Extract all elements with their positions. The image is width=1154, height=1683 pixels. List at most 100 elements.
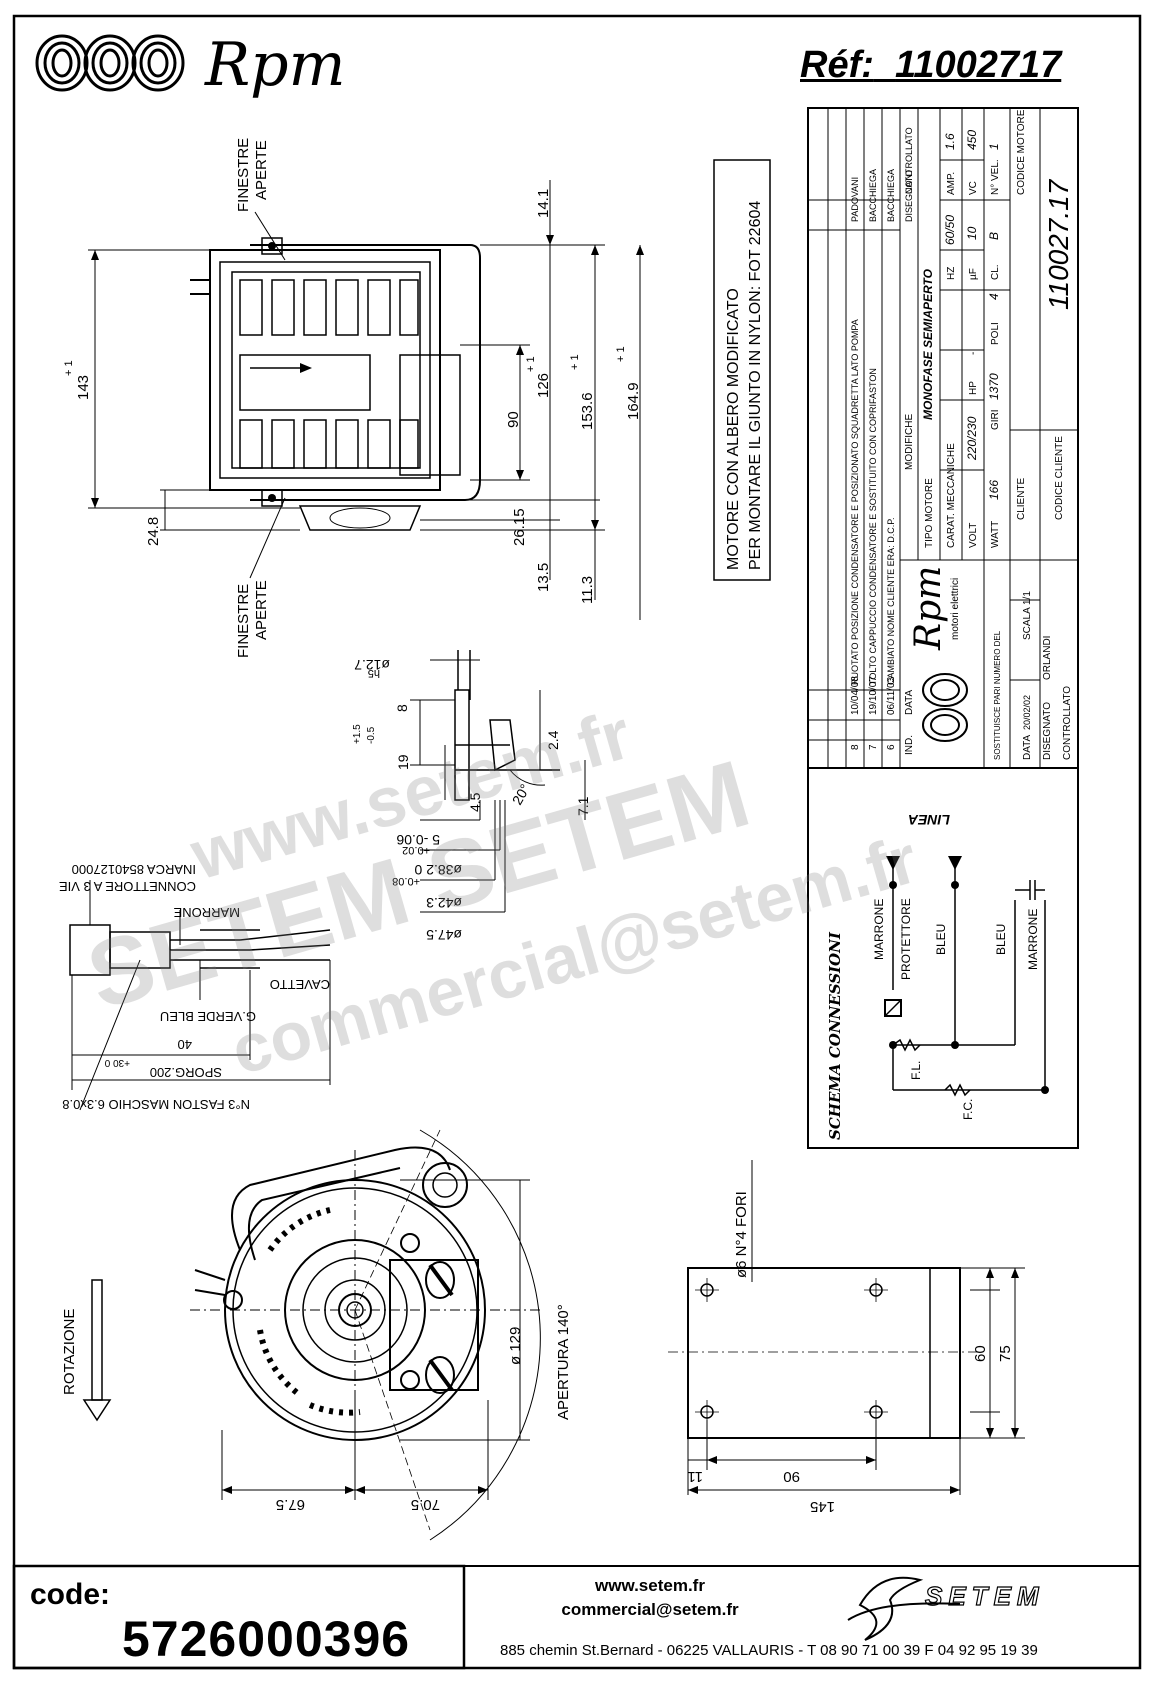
poli-value: 4 <box>987 293 1001 300</box>
rpm-small-logo-icon <box>922 673 968 742</box>
data-value: 20/02/02 <box>1022 695 1032 730</box>
dim-14-1: 14.1 <box>535 189 552 218</box>
finestre-aperte-top-1: FINESTRE <box>235 138 252 212</box>
title-block-text: 8 10/04/08 RUOTATO POSIZIONE CONDENSATOR… <box>850 109 1074 760</box>
schema-title: SCHEMA CONNESSIONI <box>826 931 844 1140</box>
tolerance-plus-143: + 1 <box>63 360 75 376</box>
rev-8-date: 10/04/08 <box>850 676 861 715</box>
tipo-motore-value: MONOFASE SEMIAPERTO <box>921 268 935 420</box>
setem-brand-text: SETEM <box>925 1581 1045 1611</box>
connector-labels: INARCA 8540127000 CONNETTORE A 3 VIE MAR… <box>59 862 330 1112</box>
finestre-aperte-bottom-1: FINESTRE <box>235 584 252 658</box>
apertura-label: APERTURA 140° <box>555 1304 572 1420</box>
nvel-value: 1 <box>987 143 1001 150</box>
dim-60: 60 <box>972 1345 989 1362</box>
marrone-label: MARRONE <box>173 905 240 920</box>
motor-top-view <box>88 180 644 620</box>
codice-cliente-label: CODICE CLIENTE <box>1054 436 1065 520</box>
dim-7-1: 7.1 <box>575 796 591 816</box>
cliente-label: CLIENTE <box>1016 477 1027 520</box>
vc-label: VC <box>968 181 979 195</box>
dim-13-5: 13.5 <box>535 563 552 592</box>
rev-7-signed: BACCHIEGA <box>868 169 878 222</box>
codice-motore-label: CODICE MOTORE <box>1016 109 1027 195</box>
tolerance-plus-126: + 1 <box>525 356 537 372</box>
scala-value: 1/1 <box>1022 591 1033 605</box>
watt-value: 166 <box>987 480 1001 500</box>
motor-front-view <box>82 1129 541 1541</box>
col-ind: IND. <box>904 735 915 755</box>
amp-label: AMP. <box>946 172 957 195</box>
front-view-labels: ROTAZIONE ø 129 APERTURA 140° 67.5 70.5 <box>61 1304 572 1513</box>
rev-8-signed: PADOVANI <box>850 177 860 222</box>
dim-24-8: 24.8 <box>145 517 162 546</box>
dim-2-4: 2.4 <box>545 730 561 750</box>
tipo-motore-label: TIPO MOTORE <box>924 478 935 548</box>
controllato-label: CONTROLLATO <box>1062 686 1073 760</box>
bracket-view <box>668 1160 1025 1495</box>
note-box <box>713 159 771 581</box>
fori-label: ø6 N°4 FORI <box>733 1191 750 1278</box>
uf-label: µF <box>968 268 979 280</box>
hz-label: HZ <box>946 267 957 280</box>
rev-8-text: RUOTATO POSIZIONE CONDENSATORE E POSIZIO… <box>850 319 860 685</box>
rev-6-signed: BACCHIEGA <box>886 169 896 222</box>
watermark: www.setem.fr SETEM SETEM commercial@sete… <box>77 695 926 1090</box>
dim-19: 19 <box>395 754 411 770</box>
dim-8: 8 <box>394 704 410 712</box>
sporg-tol: +30 0 <box>104 1057 130 1068</box>
shaft-detail <box>410 650 586 913</box>
linea-label: LINEA <box>908 812 950 828</box>
bleu-2-label: BLEU <box>994 924 1008 955</box>
dim-75: 75 <box>997 1345 1014 1362</box>
dim-d47-5: ø47.5 <box>426 927 462 943</box>
rev-6-ind: 6 <box>886 744 897 750</box>
note-line-2: PER MONTARE IL GIUNTO IN NYLON: FOT 2260… <box>747 201 764 570</box>
finestre-aperte-top-2: APERTE <box>253 140 270 200</box>
dim-90: 90 <box>505 411 522 428</box>
dim-d38-2: ø38.2 0 <box>414 862 462 878</box>
rev-8-ind: 8 <box>850 744 861 750</box>
rpm-logo-icon <box>35 34 185 92</box>
bracket-view-labels: ø6 N°4 FORI 60 75 11 90 145 <box>687 1191 1014 1515</box>
col-modifiche: MODIFICHE <box>904 414 915 470</box>
carat-label: CARAT. MECCANICHE <box>946 443 957 548</box>
fc-label: F.C. <box>961 1099 975 1120</box>
connector-drawing <box>69 880 331 1111</box>
inarca-label: INARCA 8540127000 <box>72 862 196 877</box>
rev-6-text: CAMBIATO NOME CLIENTE ERA: D.C.P. <box>886 517 896 685</box>
hz-value: 60/50 <box>943 215 957 245</box>
rpm-block-sub: motori elettrici <box>950 578 961 640</box>
bleu-1-label: BLEU <box>934 924 948 955</box>
verde-bleu-label: G.VERDE BLEU <box>160 1009 256 1024</box>
dim-plus-0-08: +0.08 <box>392 875 420 887</box>
disegnato-by: ORLANDI <box>1042 636 1053 680</box>
uf-value: 10 <box>965 226 979 240</box>
top-view-labels: FINESTRE APERTE FINESTRE APERTE 143 24.8… <box>63 138 642 658</box>
rev-6-date: 06/11/03 <box>886 676 897 715</box>
dim-plus-0-02: +0.02 <box>402 844 430 856</box>
rotazione-label: ROTAZIONE <box>61 1309 78 1395</box>
wiring-schema-labels: SCHEMA CONNESSIONI LINEA MARRONE PROTETT… <box>826 812 1040 1140</box>
wiring-schema <box>807 767 1079 1149</box>
dim-11-3: 11.3 <box>579 576 596 604</box>
sheet-frame <box>12 14 1142 1670</box>
sostituisce-label: SOSTITUISCE PARI NUMERO DEL <box>993 630 1002 760</box>
rpm-block-logo: Rpm <box>908 566 949 651</box>
data-label: DATA <box>1022 734 1033 760</box>
dim-d12-7: ø12.7 <box>354 657 390 673</box>
giri-value: 1370 <box>987 373 1001 400</box>
hp-label: HP <box>968 381 979 395</box>
tolerance-plus-164: + 1 <box>615 346 627 362</box>
vc-value: 450 <box>965 130 979 150</box>
cl-value: B <box>987 232 1001 240</box>
rev-7-ind: 7 <box>868 744 879 750</box>
dim-40: 40 <box>178 1037 192 1052</box>
dim-19-tol-minus: -0.5 <box>366 726 377 744</box>
dim-26-15: 26.15 <box>511 508 528 546</box>
dim-5-tol: 5 -0.06 <box>396 832 440 848</box>
dim-d129: ø 129 <box>507 1327 524 1365</box>
dim-11: 11 <box>687 1468 703 1485</box>
dim-70-5: 70.5 <box>411 1496 440 1513</box>
